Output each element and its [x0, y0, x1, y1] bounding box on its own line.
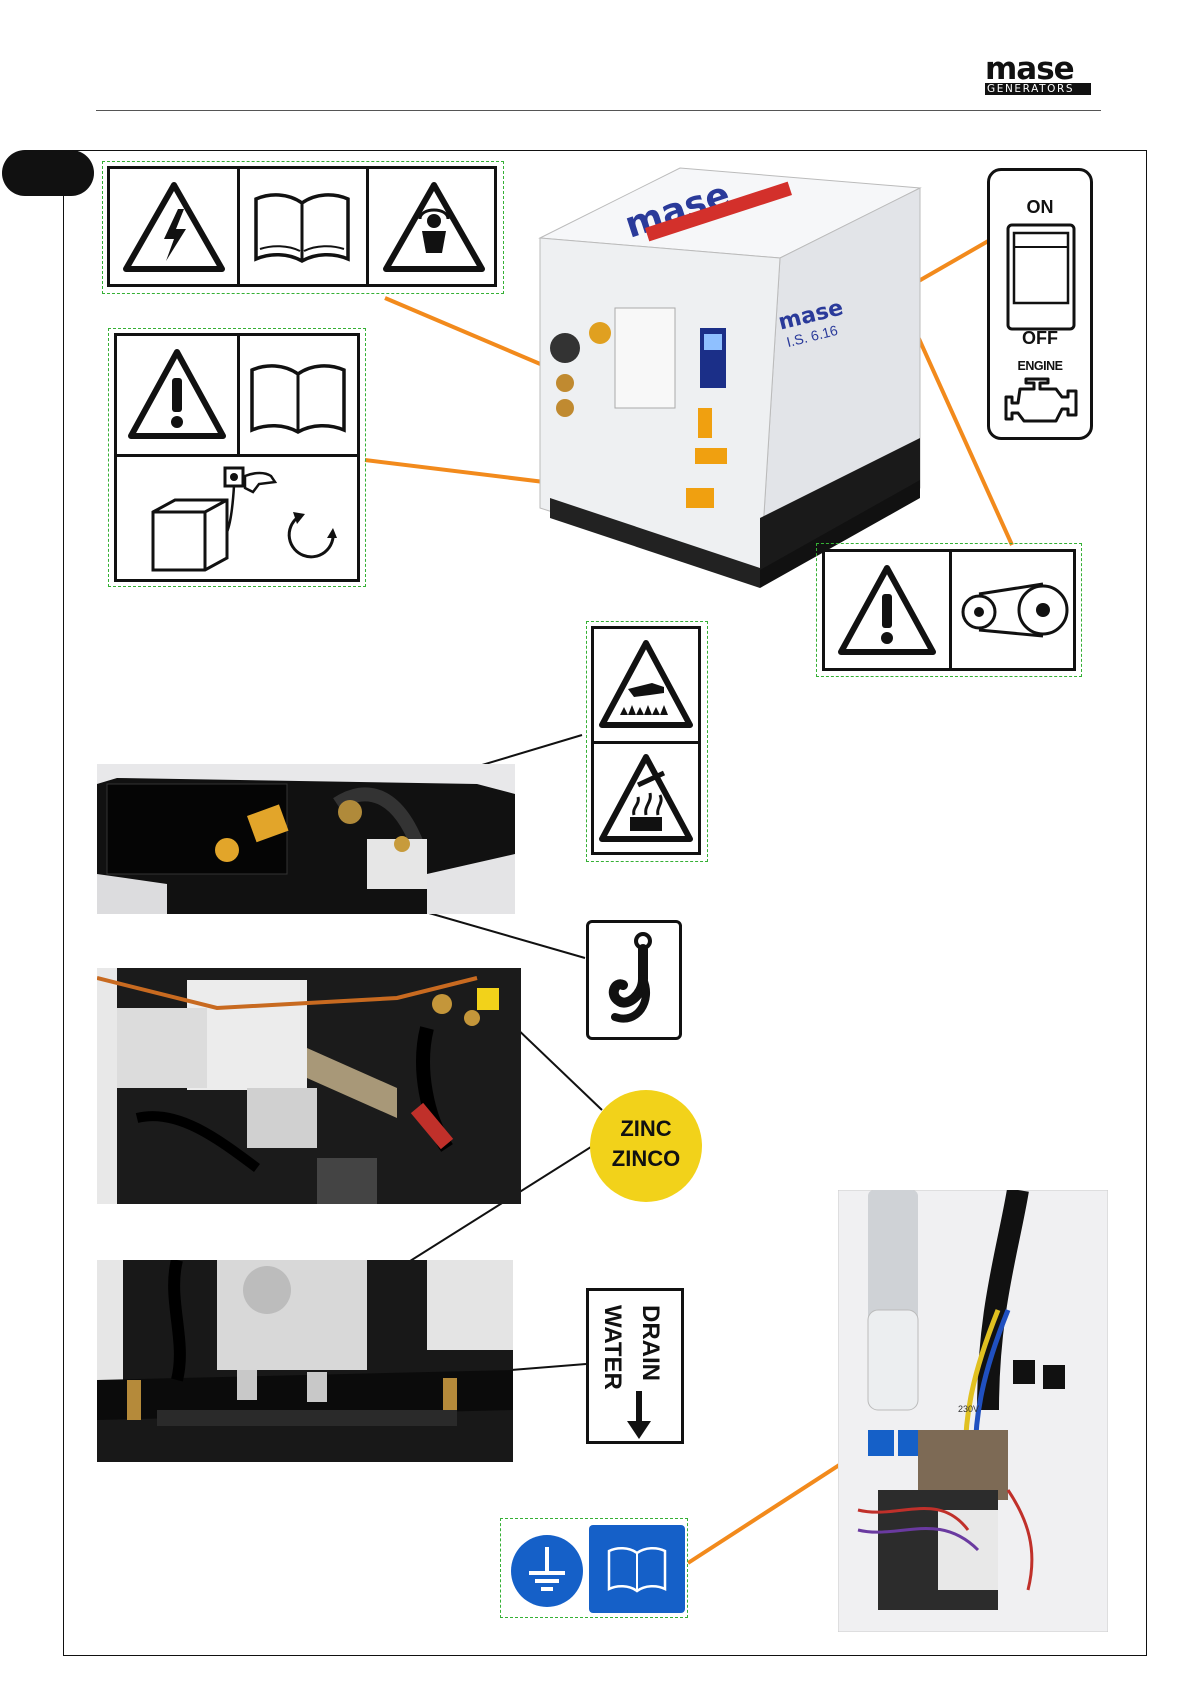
generator-photo: mase mase I.S. 6.16: [520, 158, 940, 598]
arrow-down-icon: [627, 1391, 651, 1439]
drain-water-label: DRAIN WATER: [586, 1288, 684, 1444]
zinco-text: ZINCO: [590, 1146, 702, 1172]
panel-voltage-text: 230V: [958, 1404, 979, 1414]
switch-engine-text: ENGINE: [990, 359, 1090, 373]
zinc-text: ZINC: [590, 1116, 702, 1142]
switch-off-text: OFF: [990, 328, 1090, 349]
engine-photo-bottom: [97, 1260, 513, 1462]
ground-icon: [525, 1547, 569, 1595]
drain-text: DRAIN: [637, 1305, 663, 1381]
manual-book-icon: [605, 1543, 669, 1595]
hot-surface-icon: [598, 637, 694, 733]
remote-start-icon: [147, 462, 357, 578]
zinc-label: ZINC ZINCO: [590, 1090, 702, 1202]
symbol-block-belt: [816, 543, 1082, 677]
control-panel-photo: 230V: [838, 1190, 1108, 1632]
symbol-block-hot: [586, 621, 708, 862]
lifting-hook-label: [586, 920, 682, 1040]
warning-exclamation-icon: [835, 562, 939, 658]
symbol-block-ground: [500, 1518, 688, 1618]
manual-book-icon: [245, 358, 351, 438]
engine-photo-middle: [97, 968, 521, 1204]
lifting-hook-icon: [597, 929, 673, 1033]
electric-hazard-icon: [120, 179, 228, 275]
symbol-block-remote: [108, 328, 366, 587]
engine-photo-top: [97, 764, 515, 914]
engine-icon: [1004, 375, 1080, 425]
qualified-personnel-icon: [380, 179, 488, 275]
belt-hazard-icon: [959, 580, 1071, 640]
engine-switch-label: ON OFF ENGINE: [987, 168, 1093, 440]
symbol-strip-top: [102, 161, 504, 294]
warning-exclamation-icon: [125, 346, 229, 442]
manual-book-icon: [250, 187, 354, 267]
water-text: WATER: [599, 1305, 625, 1390]
rocker-switch-icon: [1006, 223, 1076, 331]
hot-liquid-icon: [598, 751, 694, 847]
switch-on-text: ON: [990, 197, 1090, 218]
